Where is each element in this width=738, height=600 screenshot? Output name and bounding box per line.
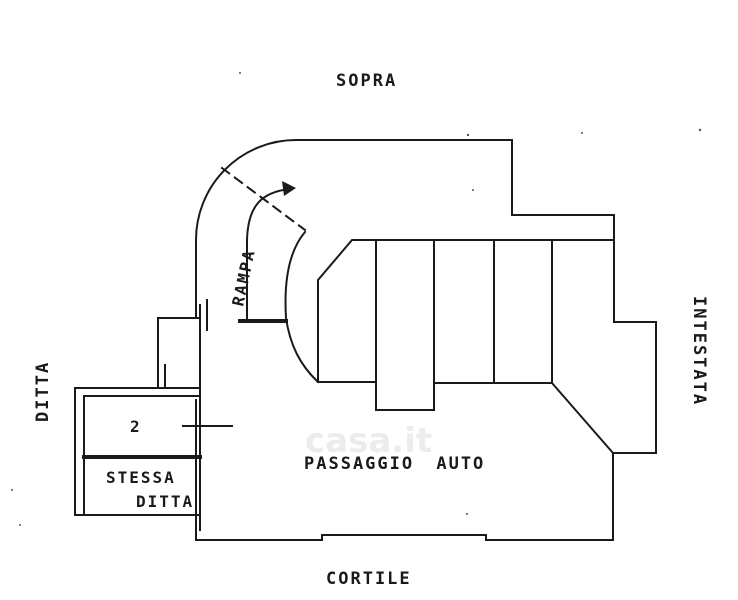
label-adjacent-line2: DITTA: [136, 492, 194, 511]
label-right: INTESTATA: [689, 296, 709, 406]
label-top: SOPRA: [336, 71, 397, 91]
building-outline: [157, 139, 657, 541]
watermark: casa.it: [305, 421, 432, 461]
scan-specks: [11, 72, 702, 526]
ramp-arrow: [246, 187, 292, 319]
label-left: DITTA: [33, 361, 53, 422]
label-ramp: RAMPA: [228, 247, 259, 308]
adjacent-room: [74, 299, 233, 531]
parking-bays: [317, 239, 615, 455]
label-main-area: PASSAGGIO AUTO: [304, 454, 485, 474]
label-adjacent-line1: STESSA: [106, 468, 176, 487]
label-bottom: CORTILE: [326, 569, 412, 589]
ramp: [220, 166, 320, 384]
label-unit-number: 2: [130, 417, 142, 436]
ramp-arrowhead-icon: [282, 181, 296, 196]
